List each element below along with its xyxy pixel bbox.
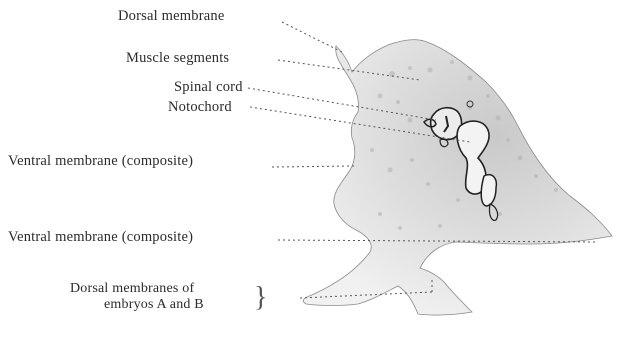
brace-symbol: } [254, 284, 267, 312]
embryo-body [303, 40, 612, 315]
label-dorsal-membranes-ab-line1: Dorsal membranes of [70, 281, 194, 297]
label-dorsal-membrane: Dorsal membrane [118, 8, 224, 24]
label-ventral-membrane-1: Ventral membrane (composite) [8, 153, 193, 169]
label-notochord: Notochord [168, 99, 232, 115]
leader-ventral-membrane-1 [272, 166, 354, 167]
label-spinal-cord: Spinal cord [174, 79, 243, 95]
label-ventral-membrane-2: Ventral membrane (composite) [8, 229, 193, 245]
label-dorsal-membranes-ab-line2: embryos A and B [104, 297, 204, 313]
leader-dorsal-membrane [282, 22, 342, 52]
label-muscle-segments: Muscle segments [126, 50, 229, 66]
